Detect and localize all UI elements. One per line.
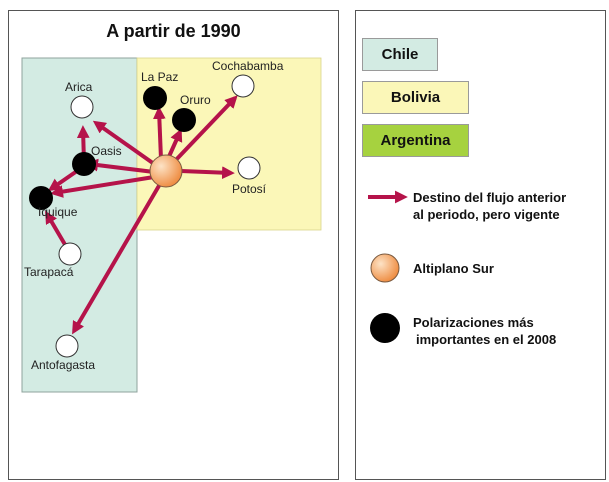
label-la-paz: La Paz (141, 70, 178, 84)
arrow-oasis-iquique (47, 169, 79, 192)
oruro-node (172, 108, 196, 132)
flow-map: Arica La Paz Oruro Cochabamba Oasis Poto… (21, 57, 322, 393)
legend-chile: Chile (362, 38, 438, 71)
legend-altiplano-icon (370, 253, 400, 283)
map-panel: A partir de 1990 (8, 10, 339, 480)
oasis-node (72, 152, 96, 176)
cochabamba-node (231, 74, 255, 98)
altiplano-sur-node (149, 154, 183, 188)
arrow-to-oasis (85, 158, 155, 174)
label-potosi: Potosí (232, 182, 267, 196)
arrow-tarapaca-iquique (45, 210, 69, 250)
label-antofagasta: Antofagasta (31, 358, 95, 372)
label-oruro: Oruro (180, 93, 211, 107)
la-paz-node (143, 86, 167, 110)
legend-polarization-icon (370, 313, 400, 343)
legend-argentina: Argentina (362, 124, 469, 157)
label-arica: Arica (65, 80, 93, 94)
iquique-node (29, 186, 53, 210)
map-title: A partir de 1990 (106, 21, 241, 41)
arrow-to-iquique (50, 175, 155, 198)
legend-arrow-line2: al periodo, pero vigente (413, 207, 560, 222)
label-oasis: Oasis (91, 144, 122, 158)
arrow-to-antofagasta (72, 182, 162, 335)
legend-symbols (368, 190, 408, 343)
bolivia-region (136, 57, 322, 231)
label-cochabamba: Cochabamba (212, 59, 284, 73)
legend-polarization-line1: Polarizaciones más (413, 315, 534, 330)
legend-altiplano-label: Altiplano Sur (413, 261, 494, 276)
label-tarapaca: Tarapacá (24, 265, 74, 279)
legend-bolivia: Bolivia (362, 81, 469, 114)
label-iquique: Iquique (38, 205, 78, 219)
legend-panel: Chile Bolivia Argentina Destino del fluj… (355, 10, 606, 480)
legend-polarization-line2: importantes en el 2008 (416, 332, 557, 347)
arrow-to-cochabamba (171, 95, 238, 165)
arrow-to-la-paz (152, 106, 166, 160)
potosi-node (237, 156, 261, 180)
legend-arrow-line1: Destino del flujo anterior (413, 190, 567, 205)
antofagasta-node (55, 334, 79, 358)
arrow-to-potosi (180, 166, 235, 180)
arrow-to-arica (92, 120, 159, 168)
tarapaca-node (58, 242, 82, 266)
arica-node (70, 95, 94, 119)
